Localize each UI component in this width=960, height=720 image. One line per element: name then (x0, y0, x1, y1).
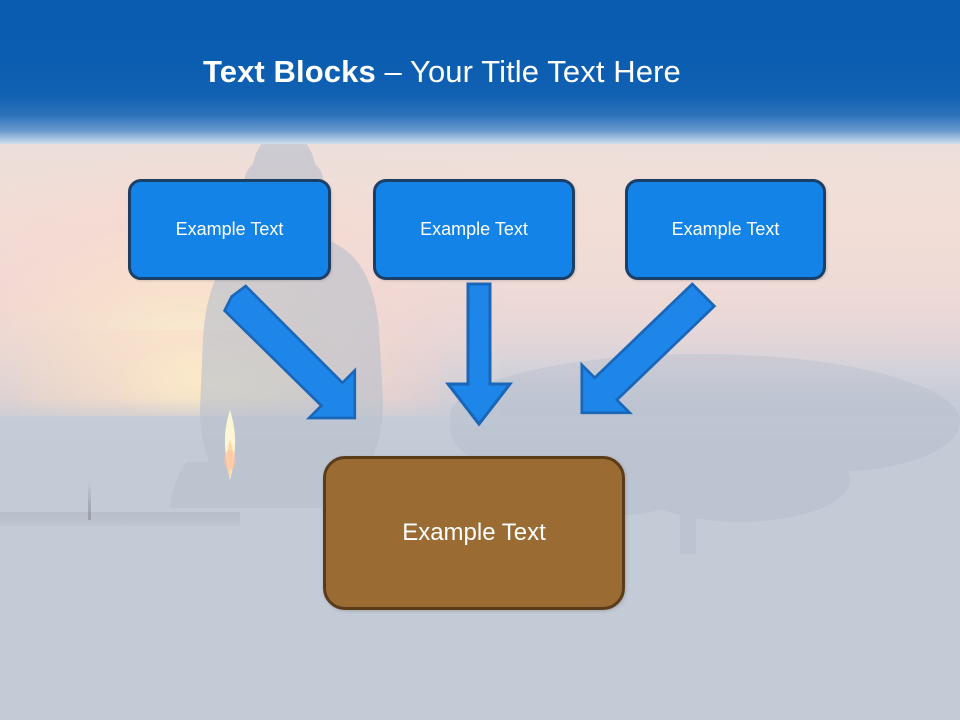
page-title-dash: – (384, 54, 411, 89)
page-title-bold: Text Blocks (203, 54, 385, 89)
text-block-1-label: Example Text (175, 219, 284, 239)
text-block-3[interactable]: Example Text (625, 179, 826, 280)
title-banner (0, 0, 960, 144)
distant-spire (88, 482, 91, 520)
text-block-2[interactable]: Example Text (373, 179, 575, 280)
distant-skyline (0, 512, 240, 526)
text-block-3-label: Example Text (671, 219, 780, 239)
arrow-down-icon (444, 282, 514, 427)
text-block-2-label: Example Text (420, 219, 528, 239)
result-text-block-label: Example Text (402, 519, 546, 546)
arrow-down-right-icon (222, 284, 357, 420)
arrow-down-left-icon (580, 282, 717, 415)
candle-flame-icon (224, 410, 236, 480)
page-title-light: Your Title Text Here (410, 54, 681, 89)
result-text-block[interactable]: Example Text (323, 456, 625, 610)
page-title: Text Blocks – Your Title Text Here (203, 53, 681, 91)
text-block-1[interactable]: Example Text (128, 179, 331, 280)
